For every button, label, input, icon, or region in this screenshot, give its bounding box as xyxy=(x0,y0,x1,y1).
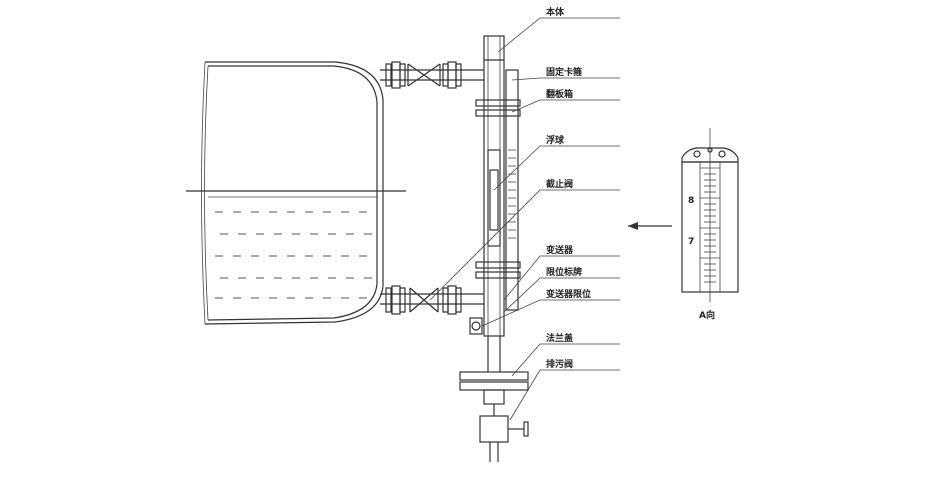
scale-number-7: 7 xyxy=(688,237,694,247)
lower-connection-valve xyxy=(380,285,484,315)
callout-body: 本体 xyxy=(546,6,565,18)
callout-drain-valve: 排污阀 xyxy=(546,358,573,370)
liquid-level-lines xyxy=(215,211,372,299)
callout-flange-cover: 法兰盖 xyxy=(546,332,573,344)
a-view-caption: A向 xyxy=(699,309,715,321)
view-arrow xyxy=(628,222,672,230)
flap-indicator-ticks xyxy=(508,149,516,239)
callout-stop-valve: 截止阀 xyxy=(546,178,573,190)
scale-number-8: 8 xyxy=(688,196,694,206)
gauge-body xyxy=(469,35,521,337)
callout-limit-switch: 限位标牌 xyxy=(546,266,582,278)
leader-lines xyxy=(429,17,620,421)
callout-transmitter-limit: 变送器限位 xyxy=(546,288,591,300)
callout-fixing-clamp: 固定卡箍 xyxy=(546,66,582,78)
callout-magnetic-flap: 翻板箱 xyxy=(546,88,573,100)
bottom-flange-drain xyxy=(459,336,529,462)
tank-vessel xyxy=(186,61,406,325)
callout-labels: 本体 固定卡箍 翻板箱 浮球 截止阀 变送器 限位标牌 变送器限位 法兰盖 排污… xyxy=(546,6,591,370)
a-view-scale-detail: 8 7 A向 xyxy=(681,128,739,321)
upper-connection-valve xyxy=(380,61,484,89)
callout-transmitter: 变送器 xyxy=(546,244,574,256)
callout-float: 浮球 xyxy=(546,134,565,146)
scale-ticks xyxy=(700,167,720,283)
